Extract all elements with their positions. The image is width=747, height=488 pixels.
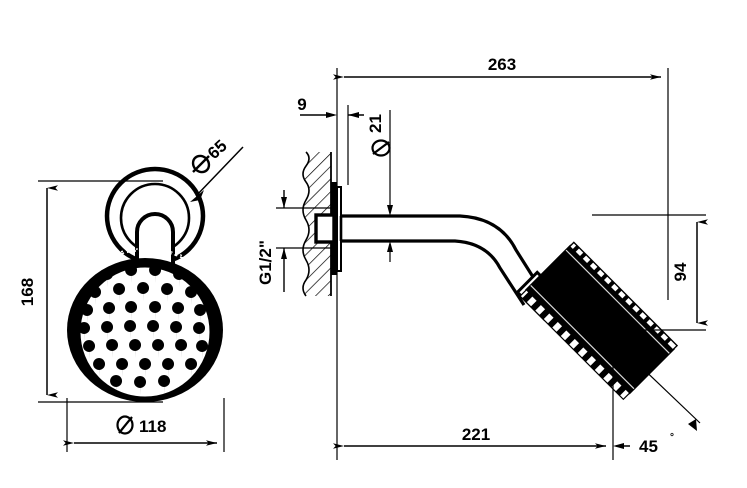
head-drop-value: 94 — [671, 262, 690, 281]
front-diameter-value: 118 — [139, 417, 166, 436]
head-angle-value: 45 — [639, 437, 658, 456]
arm-projection-value: 263 — [488, 55, 516, 74]
swivel-neck — [135, 212, 175, 270]
dimension-front-height: 168 — [18, 180, 163, 403]
shower-arm-tube — [339, 214, 542, 306]
front-height-value: 168 — [18, 278, 37, 306]
dimension-front-diameter: 118 — [63, 398, 225, 452]
side-view: 263 9 21 G1/2" — [256, 55, 708, 460]
dimension-arm-diameter: 21 — [366, 110, 393, 262]
dimension-flange-thickness: 9 — [297, 95, 364, 185]
dimension-head-angle: 45 ° — [612, 339, 701, 456]
shower-head-side — [519, 241, 679, 401]
dimension-head-drop: 94 — [592, 214, 708, 331]
front-view: 65 168 118 — [18, 136, 244, 452]
arm-diameter-value: 21 — [366, 114, 385, 133]
head-offset-value: 221 — [462, 425, 490, 444]
spray-face — [76, 263, 214, 401]
hex-nut — [314, 213, 336, 244]
nozzle-pattern — [78, 265, 209, 396]
dimension-arm-projection: 263 — [333, 55, 669, 300]
dimension-head-offset: 221 — [333, 190, 614, 460]
dimension-thread-spec: G1/2" — [256, 190, 332, 292]
degree-symbol: ° — [670, 432, 674, 443]
flange-thickness-value: 9 — [297, 95, 306, 114]
thread-spec-value: G1/2" — [256, 240, 275, 285]
